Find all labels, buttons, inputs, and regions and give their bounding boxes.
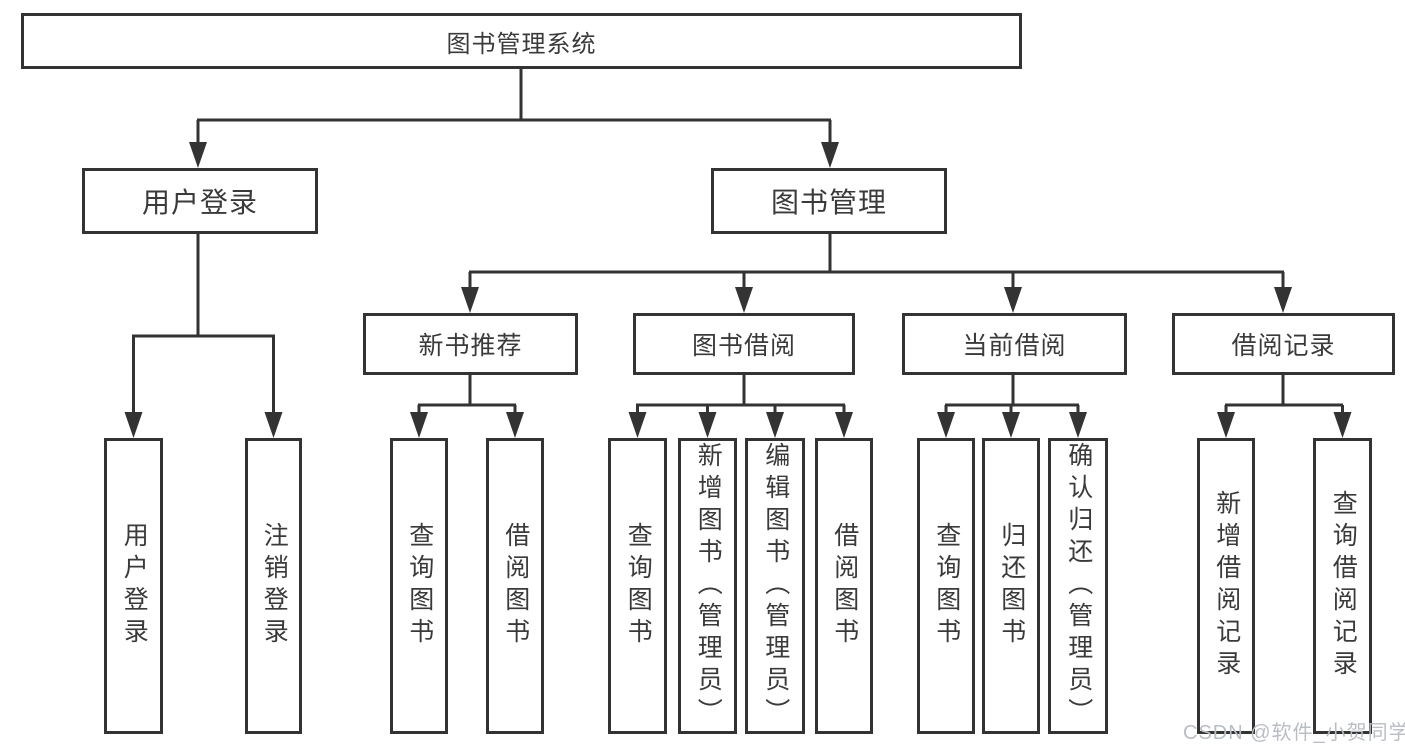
- leaf-label: 查询图书: [405, 522, 434, 650]
- node-user-login: 用户登录: [82, 168, 318, 234]
- leaf-query-books-current: 查询图书: [917, 438, 975, 734]
- leaf-logout: 注销登录: [245, 438, 302, 734]
- leaf-edit-books-admin: 编辑图书（管理员）: [745, 438, 805, 734]
- leaf-add-borrow-record: 新增借阅记录: [1197, 438, 1255, 734]
- arrowhead-icon: [835, 412, 853, 438]
- node-current-borrowing: 当前借阅: [902, 313, 1127, 375]
- arrowhead-icon: [264, 412, 283, 438]
- leaf-label: 查询图书: [624, 522, 653, 650]
- arrowhead-icon: [1217, 412, 1235, 438]
- leaf-query-books-borrow: 查询图书: [608, 438, 667, 734]
- arrowhead-icon: [1274, 287, 1292, 313]
- node-label: 图书管理系统: [446, 30, 597, 58]
- arrowhead-icon: [937, 412, 955, 438]
- leaf-label: 借阅图书: [501, 522, 530, 650]
- leaf-label: 归还图书: [997, 522, 1026, 650]
- leaf-label: 新增图书（管理员）: [694, 442, 723, 730]
- arrowhead-icon: [735, 287, 753, 313]
- leaf-query-books-recommend: 查询图书: [390, 438, 448, 734]
- leaf-borrow-books-recommend: 借阅图书: [486, 438, 544, 734]
- arrowhead-icon: [124, 412, 143, 438]
- leaf-label: 新增借阅记录: [1212, 490, 1241, 682]
- arrowhead-icon: [821, 142, 839, 168]
- node-label: 新书推荐: [418, 332, 523, 360]
- node-label: 用户登录: [141, 187, 258, 218]
- leaf-label: 确认归还（管理员）: [1064, 442, 1093, 730]
- node-label: 图书管理: [770, 187, 887, 218]
- arrowhead-icon: [410, 412, 428, 438]
- arrowhead-icon: [461, 287, 479, 313]
- node-new-book-recommendation: 新书推荐: [363, 313, 578, 375]
- leaf-user-login: 用户登录: [104, 438, 163, 734]
- leaf-label: 借阅图书: [830, 522, 859, 650]
- node-borrowing-records: 借阅记录: [1172, 313, 1395, 375]
- leaf-return-books: 归还图书: [982, 438, 1040, 734]
- node-book-management: 图书管理: [711, 168, 947, 234]
- leaf-label: 用户登录: [120, 522, 149, 650]
- leaf-label: 注销登录: [260, 522, 289, 650]
- arrowhead-icon: [698, 412, 717, 438]
- arrowhead-icon: [766, 412, 784, 438]
- arrowhead-icon: [506, 412, 524, 438]
- node-library-management-system: 图书管理系统: [21, 13, 1022, 69]
- node-label: 图书借阅: [691, 332, 796, 360]
- node-label: 当前借阅: [962, 332, 1067, 360]
- leaf-add-books-admin: 新增图书（管理员）: [678, 438, 737, 734]
- leaf-label: 查询图书: [932, 522, 961, 650]
- leaf-label: 编辑图书（管理员）: [761, 442, 790, 730]
- arrowhead-icon: [189, 142, 207, 168]
- arrowhead-icon: [1004, 287, 1022, 313]
- node-book-borrowing: 图书借阅: [633, 313, 855, 375]
- node-label: 借阅记录: [1231, 332, 1336, 360]
- leaf-label: 查询借阅记录: [1329, 490, 1358, 682]
- leaf-borrow-books: 借阅图书: [815, 438, 873, 734]
- arrowhead-icon: [1333, 412, 1352, 438]
- leaf-confirm-return-admin: 确认归还（管理员）: [1048, 438, 1108, 734]
- arrowhead-icon: [1002, 412, 1020, 438]
- leaf-query-borrow-record: 查询借阅记录: [1313, 438, 1372, 734]
- arrowhead-icon: [628, 412, 647, 438]
- arrowhead-icon: [1069, 412, 1087, 438]
- csdn-watermark: CSDN @软件_小贺同学: [1183, 722, 1405, 744]
